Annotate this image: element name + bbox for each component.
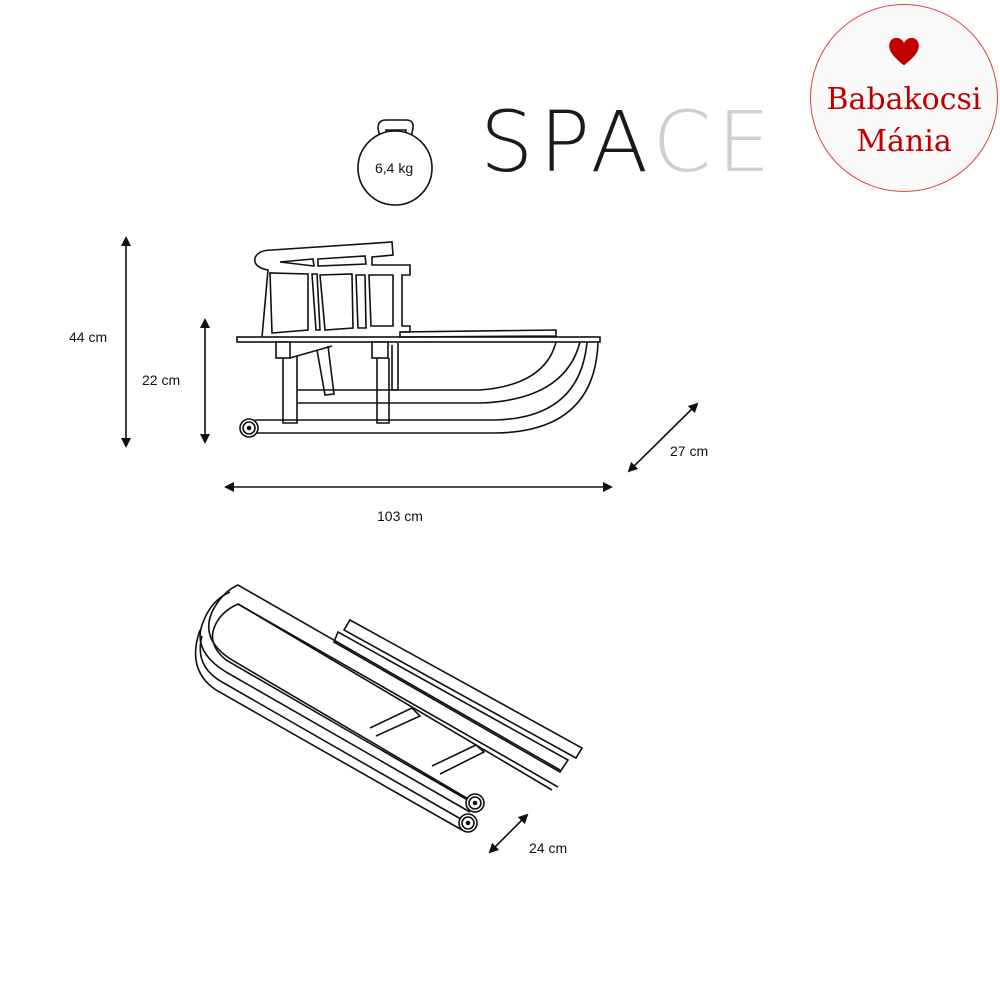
weight-icon (357, 119, 433, 206)
watermark-stamp: Babakocsi Mánia (810, 4, 998, 192)
heart-icon (889, 37, 919, 66)
total-height-label: 44 cm (69, 329, 108, 345)
runner-width-arrow (488, 813, 529, 854)
width-arrow (627, 402, 699, 473)
brand-logo: SPACE (480, 100, 776, 184)
width-bottom-label: 24 cm (529, 840, 568, 856)
watermark-line2: Mánia (856, 124, 952, 159)
weight-label: 6,4 kg (375, 160, 414, 176)
brand-dark: SPA (480, 93, 653, 191)
width-top-label: 27 cm (670, 443, 709, 459)
brand-light: CE (652, 93, 777, 191)
dimension-arrows (121, 236, 699, 854)
sled-top-view (194, 584, 584, 833)
length-label: 103 cm (377, 508, 423, 524)
watermark-line1: Babakocsi (826, 82, 982, 117)
sled-side-view (236, 241, 601, 438)
seat-height-label: 22 cm (142, 372, 181, 388)
